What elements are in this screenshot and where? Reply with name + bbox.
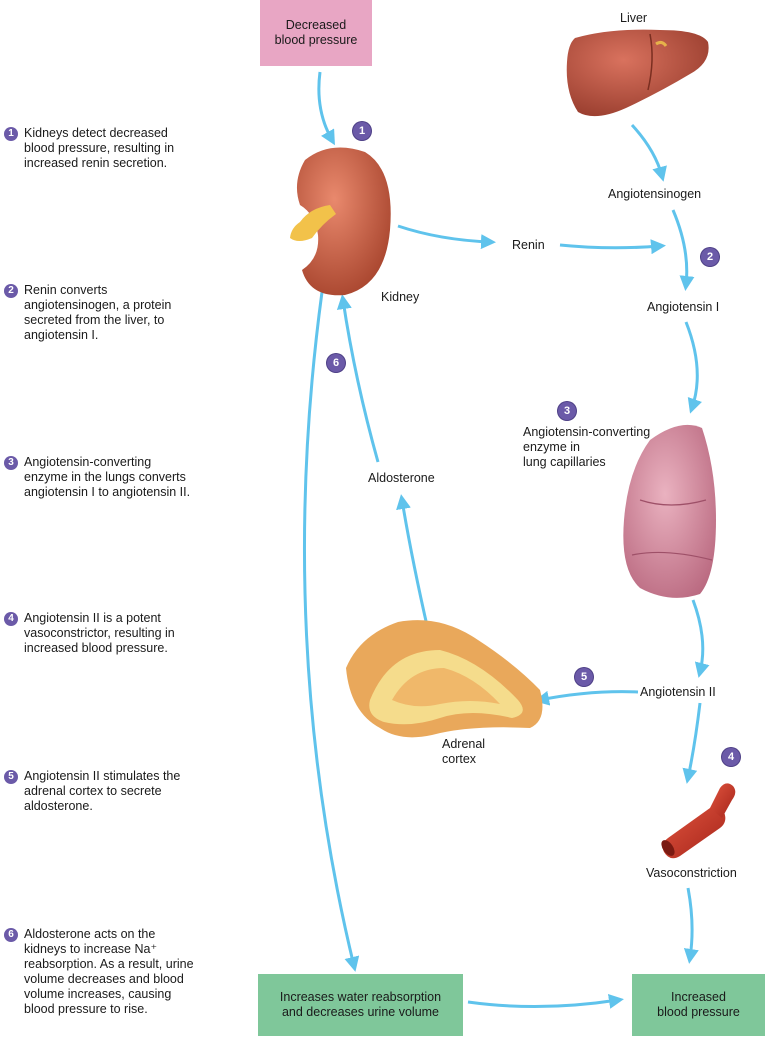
step-text: Renin converts angiotensinogen, a protei… bbox=[24, 283, 244, 343]
angiotensinogen-label: Angiotensinogen bbox=[608, 187, 702, 201]
renin-label: Renin bbox=[512, 238, 545, 252]
step-line: reabsorption. As a result, urine bbox=[24, 957, 194, 971]
arrow-top-to-kidney bbox=[317, 71, 335, 146]
step-line: Angiotensin-converting bbox=[24, 455, 152, 469]
arrow-angiotensin2-to-adrenal bbox=[534, 690, 639, 706]
step-number: 3 bbox=[4, 456, 18, 470]
step-line: aldosterone. bbox=[24, 799, 93, 813]
step-text: Aldosterone acts on the kidneys to incre… bbox=[24, 927, 244, 1017]
step-line: Renin converts bbox=[24, 283, 108, 297]
step-line: angiotensinogen, a protein bbox=[24, 298, 172, 312]
liver-label: Liver bbox=[620, 11, 648, 25]
step-line: enzyme in the lungs converts bbox=[24, 470, 186, 484]
step-line: adrenal cortex to secrete bbox=[24, 784, 162, 798]
arrow-renin-to-angiotensin1 bbox=[559, 239, 666, 255]
bottom-left-line-1: Increases water reabsorption bbox=[279, 990, 442, 1004]
kidney-illustration bbox=[290, 147, 391, 296]
arrow-lung-to-angiotensin2 bbox=[691, 599, 710, 678]
ace-label: Angiotensin-converting enzyme in lung ca… bbox=[523, 425, 650, 470]
step-line: Angiotensin II stimulates the bbox=[24, 769, 181, 783]
arrow-angiotensin1-to-lung bbox=[684, 321, 703, 414]
arrow-liver-to-angiotensinogen bbox=[630, 123, 667, 182]
ace-label-line: Angiotensin-converting bbox=[523, 425, 651, 439]
badge-3: 3 bbox=[558, 402, 576, 420]
step-line: vasoconstrictor, resulting in bbox=[24, 626, 175, 640]
decreased-bp-box: Decreased blood pressure bbox=[260, 0, 372, 66]
step-line: Aldosterone acts on the bbox=[24, 927, 156, 941]
arrow-angiotensin2-to-vasoconstriction bbox=[682, 702, 702, 784]
step-line: increased renin secretion. bbox=[24, 156, 168, 170]
arrow-aldosterone-to-kidney bbox=[336, 294, 380, 463]
aldosterone-label: Aldosterone bbox=[368, 471, 435, 485]
badge-4: 4 bbox=[722, 748, 740, 766]
badge-1: 1 bbox=[353, 122, 371, 140]
step-line: blood pressure, resulting in bbox=[24, 141, 175, 155]
step-number: 2 bbox=[4, 284, 18, 298]
ace-label-line: lung capillaries bbox=[523, 455, 606, 469]
step-line: angiotensin I. bbox=[24, 328, 99, 342]
bottom-right-line-1: Increased bbox=[671, 990, 726, 1004]
arrow-bottom-left-to-right bbox=[467, 993, 624, 1009]
step-line: angiotensin I to angiotensin II. bbox=[24, 485, 191, 499]
blood-vessel-illustration bbox=[661, 783, 736, 859]
step-text: Kidneys detect decreased blood pressure,… bbox=[24, 126, 244, 171]
arrow-kidney-to-renin bbox=[397, 224, 496, 250]
step-text: Angiotensin II stimulates the adrenal co… bbox=[24, 769, 244, 814]
step-number: 6 bbox=[4, 928, 18, 942]
liver-illustration bbox=[566, 29, 709, 117]
angiotensin-i-label: Angiotensin I bbox=[647, 300, 720, 314]
angiotensin-ii-label: Angiotensin II bbox=[640, 685, 716, 699]
arrow-angiotensinogen-to-angiotensin1 bbox=[671, 209, 695, 291]
badge-2: 2 bbox=[701, 248, 719, 266]
step-text: Angiotensin II is a potent vasoconstrict… bbox=[24, 611, 244, 656]
kidney-label: Kidney bbox=[381, 290, 420, 304]
step-line: volume decreases and blood bbox=[24, 972, 184, 986]
adrenal-cortex-label: Adrenal cortex bbox=[442, 737, 485, 767]
ace-label-line: enzyme in bbox=[523, 440, 580, 454]
step-line: increased blood pressure. bbox=[24, 641, 168, 655]
adrenal-illustration bbox=[346, 620, 543, 738]
step-number: 5 bbox=[4, 770, 18, 784]
arrow-vasoconstriction-to-bp bbox=[683, 887, 699, 964]
step-number: 1 bbox=[4, 127, 18, 141]
bottom-left-line-2: and decreases urine volume bbox=[281, 1005, 440, 1019]
step-line: Kidneys detect decreased bbox=[24, 126, 168, 140]
arrow-kidney-to-bottom bbox=[302, 291, 360, 972]
step-text: Angiotensin-converting enzyme in the lun… bbox=[24, 455, 244, 500]
badge-5: 5 bbox=[575, 668, 593, 686]
top-box-line-1: Decreased bbox=[285, 18, 347, 32]
increased-bp-box: Increased blood pressure bbox=[632, 974, 765, 1036]
step-line: volume increases, causing bbox=[24, 987, 172, 1001]
step-line: blood pressure to rise. bbox=[24, 1002, 148, 1016]
arrow-adrenal-to-aldosterone bbox=[396, 494, 430, 631]
step-line: secreted from the liver, to bbox=[24, 313, 165, 327]
badge-6: 6 bbox=[327, 354, 345, 372]
step-line: Angiotensin II is a potent bbox=[24, 611, 161, 625]
step-number: 4 bbox=[4, 612, 18, 626]
top-box-line-2: blood pressure bbox=[274, 33, 358, 47]
lung-illustration bbox=[623, 424, 716, 598]
adrenal-label-line: cortex bbox=[442, 752, 477, 766]
bottom-right-line-2: blood pressure bbox=[657, 1005, 740, 1019]
step-line: kidneys to increase Na⁺ bbox=[24, 942, 158, 956]
vasoconstriction-label: Vasoconstriction bbox=[646, 866, 737, 880]
water-reabsorption-box: Increases water reabsorption and decreas… bbox=[258, 974, 463, 1036]
adrenal-label-line: Adrenal bbox=[442, 737, 486, 751]
